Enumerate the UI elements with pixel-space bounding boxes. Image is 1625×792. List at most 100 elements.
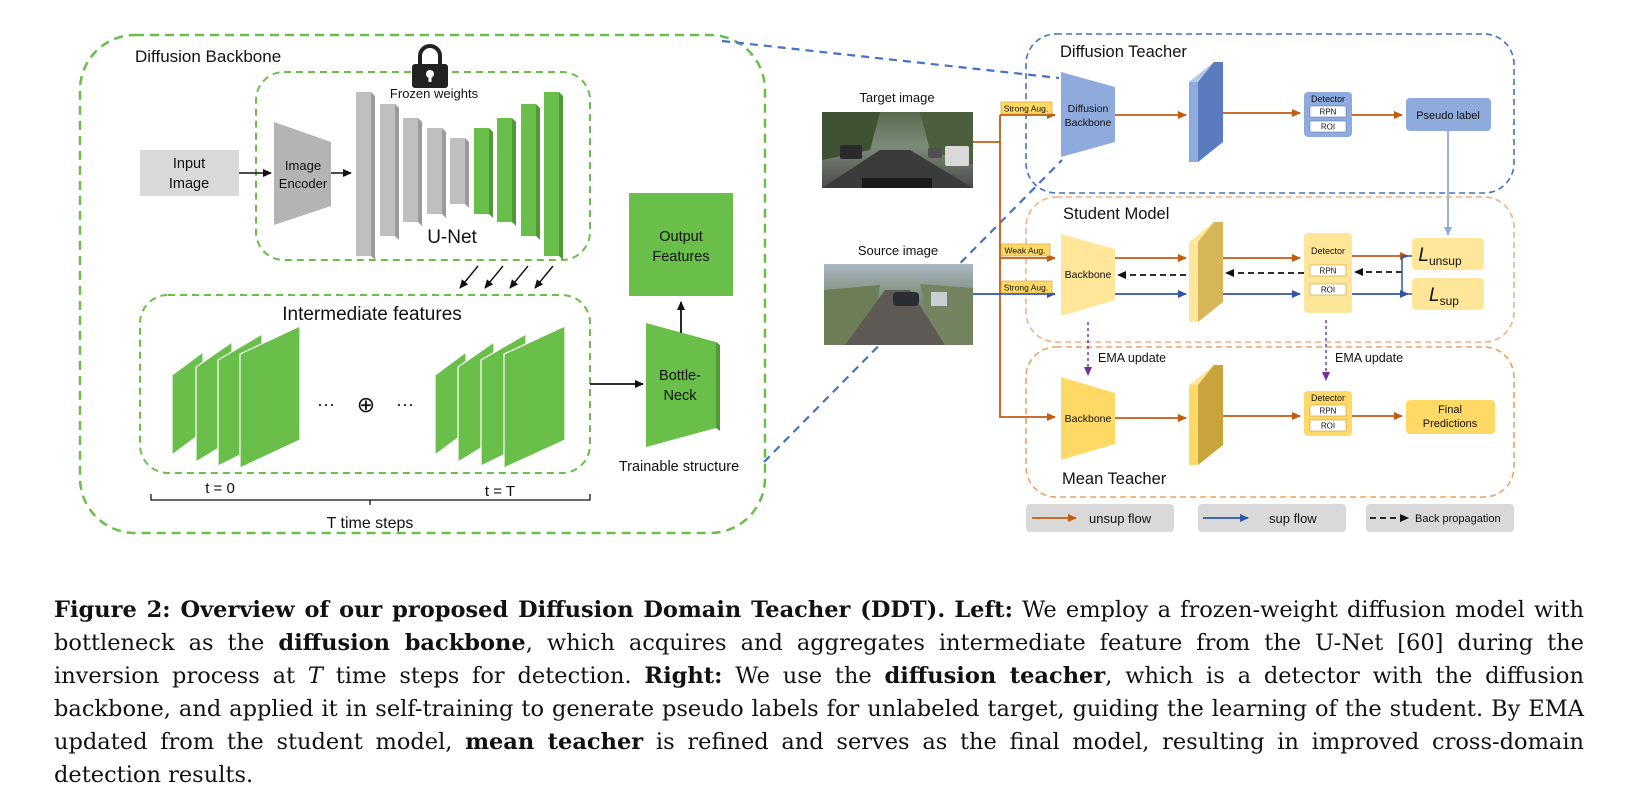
unet-label: U-Net xyxy=(427,227,477,248)
svg-text:Weak Aug.: Weak Aug. xyxy=(1005,246,1046,256)
trainable-structure-label: Trainable structure xyxy=(619,459,739,475)
bottleneck xyxy=(646,323,716,447)
oplus-symbol: ⊕ xyxy=(357,392,375,417)
svg-text:RPN: RPN xyxy=(1320,267,1337,276)
loss-sup-box: Lsup xyxy=(1412,278,1484,310)
caption-right-label: Right: xyxy=(644,663,723,689)
mean-teacher-detector: Detector RPN ROI xyxy=(1304,391,1352,436)
svg-text:Detector: Detector xyxy=(1311,94,1345,104)
caption-text-1: We employ a frozen-weight diffusion mode… xyxy=(54,597,1584,656)
time-steps-bracket xyxy=(150,494,591,505)
input-image-label-2: Image xyxy=(169,176,209,192)
intermediate-features-label: Intermediate features xyxy=(282,304,462,325)
source-image xyxy=(824,264,973,345)
svg-text:sup flow: sup flow xyxy=(1269,511,1317,526)
caption-bold-diffusion-backbone: diffusion backbone xyxy=(278,630,526,656)
input-image-box xyxy=(140,150,239,196)
diffusion-teacher-detector: Detector RPN ROI xyxy=(1304,92,1352,137)
lock-icon xyxy=(412,44,448,88)
weak-aug-tag: Weak Aug. xyxy=(1000,243,1051,257)
caption-text-2: , which acquires and aggregates intermed… xyxy=(54,630,1584,689)
caption-text-4: We use the xyxy=(735,663,872,689)
mean-teacher-backbone-label: Backbone xyxy=(1065,413,1112,425)
caption-text-6: is refined and serves as the final model… xyxy=(54,729,1585,788)
tT-label: t = T xyxy=(485,483,515,500)
final-predictions-box: Final Predictions xyxy=(1406,400,1495,434)
svg-text:Detector: Detector xyxy=(1311,393,1345,403)
figure-caption: Figure 2: Overview of our proposed Diffu… xyxy=(54,594,1584,792)
svg-text:Strong Aug.: Strong Aug. xyxy=(1004,104,1048,114)
svg-text:Lsup: Lsup xyxy=(1429,285,1459,308)
legend-back-propagation: Back propagation xyxy=(1366,504,1514,532)
svg-text:Pseudo label: Pseudo label xyxy=(1416,110,1480,122)
caption-text-3: time steps for detection. xyxy=(335,663,632,689)
diffusion-teacher-feature-map xyxy=(1189,62,1223,162)
mean-teacher-feature-map xyxy=(1189,365,1223,465)
student-feature-map xyxy=(1189,222,1223,322)
image-encoder xyxy=(274,122,331,225)
ddt-diagram: Diffusion Backbone Frozen weights Input … xyxy=(78,33,1515,535)
frozen-weights-label: Frozen weights xyxy=(390,86,479,101)
svg-text:ROI: ROI xyxy=(1321,123,1335,132)
strong-aug-tag-teacher: Strong Aug. xyxy=(1000,101,1053,115)
mean-teacher-title: Mean Teacher xyxy=(1062,470,1167,488)
source-image-label: Source image xyxy=(858,243,938,258)
strong-aug-tag-student: Strong Aug. xyxy=(1000,280,1053,294)
student-backbone-label: Backbone xyxy=(1065,269,1112,281)
pseudo-label-box: Pseudo label xyxy=(1406,98,1491,131)
svg-text:Back propagation: Back propagation xyxy=(1415,513,1501,525)
target-image-label: Target image xyxy=(859,90,934,105)
svg-text:ROI: ROI xyxy=(1321,422,1335,431)
student-model-title: Student Model xyxy=(1063,205,1169,223)
student-backbone xyxy=(1061,234,1115,316)
unet-bars xyxy=(356,92,563,260)
image-encoder-label-2: Encoder xyxy=(279,176,328,191)
diffusion-backbone-box xyxy=(78,33,767,535)
diffusion-teacher-backbone-label-2: Backbone xyxy=(1065,117,1112,129)
time-steps-label: T time steps xyxy=(327,515,414,532)
legend-sup-flow: sup flow xyxy=(1198,504,1346,532)
caption-figure-label: Figure 2: Overview of our proposed Diffu… xyxy=(54,597,946,623)
zoom-connector-top xyxy=(721,39,1060,80)
caption-text-5: , which is a detector with the diffusion… xyxy=(54,663,1584,755)
diffusion-backbone-title: Diffusion Backbone xyxy=(135,47,281,66)
feature-extraction-arrows xyxy=(459,265,554,289)
svg-text:unsup flow: unsup flow xyxy=(1089,511,1152,526)
diffusion-teacher-title: Diffusion Teacher xyxy=(1060,43,1187,61)
dots-right: ··· xyxy=(396,394,414,414)
diffusion-teacher-backbone xyxy=(1061,72,1115,157)
loss-unsup-box: Lunsup xyxy=(1412,238,1484,270)
diffusion-teacher-backbone-label-1: Diffusion xyxy=(1068,103,1109,115)
svg-text:Strong Aug.: Strong Aug. xyxy=(1004,283,1048,293)
caption-left-label: Left: xyxy=(954,597,1013,623)
output-features-label-1: Output xyxy=(659,229,703,245)
target-image xyxy=(822,112,973,188)
image-encoder-label-1: Image xyxy=(285,158,321,173)
output-features-label-2: Features xyxy=(652,249,709,265)
svg-text:RPN: RPN xyxy=(1320,407,1337,416)
feature-stack-t0 xyxy=(171,325,301,469)
legend-unsup-flow: unsup flow xyxy=(1026,504,1174,532)
caption-bold-diffusion-teacher: diffusion teacher xyxy=(884,663,1106,689)
bottleneck-label-2: Neck xyxy=(663,388,697,404)
caption-bold-mean-teacher: mean teacher xyxy=(465,729,644,755)
svg-text:Detector: Detector xyxy=(1311,246,1345,256)
svg-text:ROI: ROI xyxy=(1321,286,1335,295)
mean-teacher-backbone xyxy=(1061,377,1115,460)
feature-stack-tT xyxy=(434,325,566,469)
ema-update-label-1: EMA update xyxy=(1098,351,1166,365)
student-model-box xyxy=(1025,196,1515,343)
bottleneck-label-1: Bottle- xyxy=(659,368,701,384)
svg-text:Predictions: Predictions xyxy=(1423,418,1478,430)
caption-italic-T: T xyxy=(307,663,323,689)
output-features-box xyxy=(629,193,733,296)
student-detector: Detector RPN ROI xyxy=(1304,233,1352,313)
unsup-flow-lines xyxy=(973,111,1056,421)
input-image-label-1: Input xyxy=(173,156,205,172)
mean-teacher-box xyxy=(1025,346,1515,498)
svg-text:Final: Final xyxy=(1438,404,1462,416)
t0-label: t = 0 xyxy=(205,480,235,497)
ema-update-label-2: EMA update xyxy=(1335,351,1403,365)
dots-left: ··· xyxy=(317,394,335,414)
svg-text:Lunsup: Lunsup xyxy=(1418,245,1462,268)
